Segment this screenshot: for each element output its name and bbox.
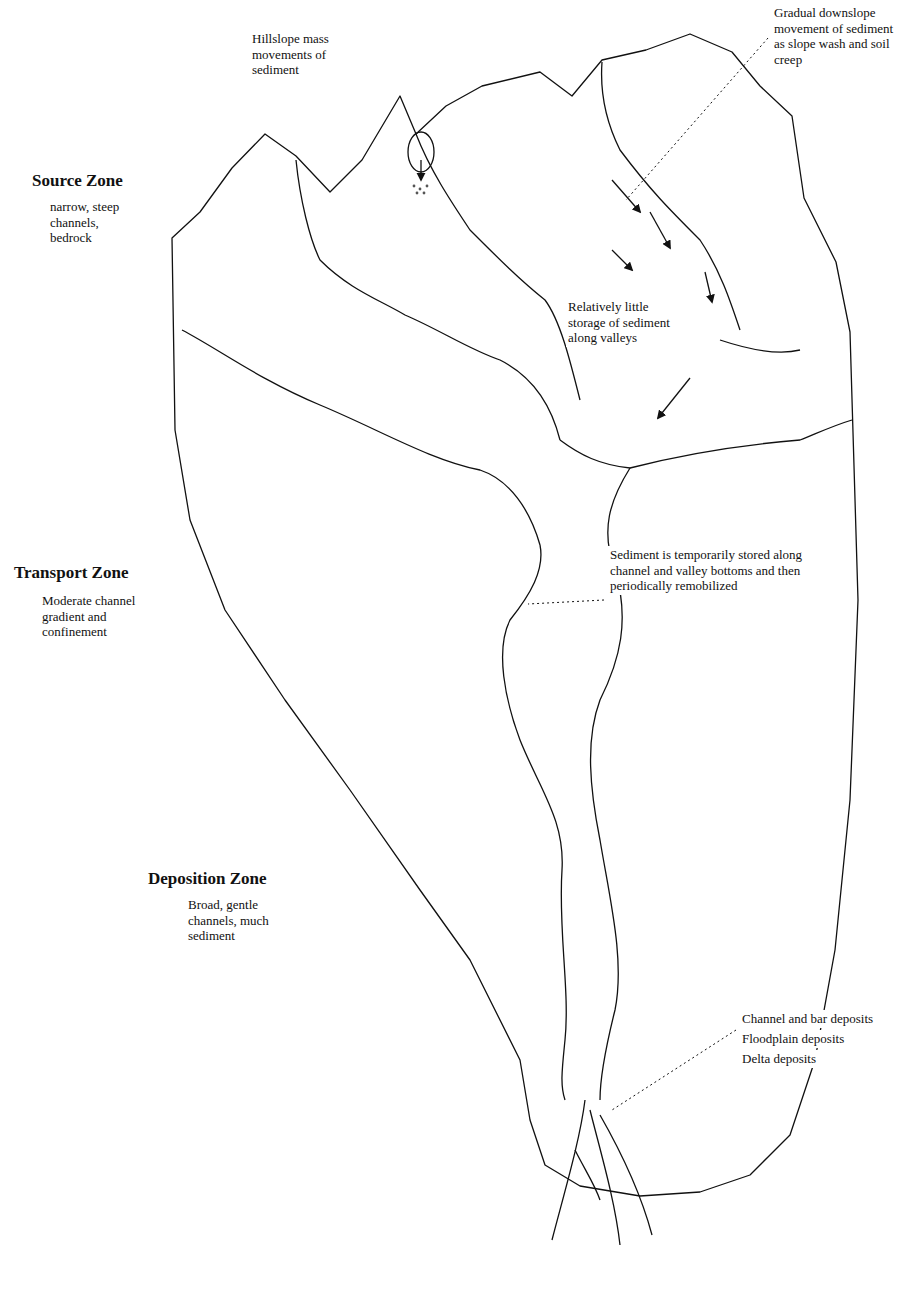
zone-title: Transport Zone [12,562,130,584]
slope-arrow [612,180,640,212]
callout-note: Sediment is temporarily stored along cha… [608,546,812,595]
zone-description: narrow, steep channels, bedrock [48,198,132,247]
ridge-line [560,420,852,468]
ridge-line [182,330,540,545]
landslide-arrow [420,160,421,180]
callout-note: Channel and bar deposits [740,1010,875,1028]
zone-description: Moderate channel gradient and confinemen… [40,592,164,641]
debris-dot [426,185,429,188]
delta-channel [552,1100,585,1240]
zone-title: Deposition Zone [146,868,269,890]
slope-arrow [658,378,690,418]
valley-wall [503,545,567,1100]
zone-description: Broad, gentle channels, much sediment [186,896,290,945]
callout-note: Hillslope mass movements of sediment [250,30,366,79]
callout-note: Gradual downslope movement of sediment a… [772,4,901,68]
leader-line [626,38,768,200]
debris-dot [419,188,422,191]
delta-channel [600,1115,652,1235]
ridge-line [296,160,560,440]
ridge-line [720,340,800,352]
delta-channel [575,1150,600,1200]
leader-line [528,600,604,604]
debris-dot [416,192,419,195]
delta-channel [590,1110,620,1245]
ridge-line [602,62,740,330]
zone-title: Source Zone [30,170,125,192]
slope-arrow [612,250,632,270]
slope-arrow [705,272,712,302]
ridge-line [416,134,580,400]
callout-note: Relatively little storage of sediment al… [566,298,688,347]
slope-arrow [650,212,670,248]
leader-line [612,1030,736,1110]
debris-dot [423,192,426,195]
callout-note: Delta deposits [740,1050,818,1068]
debris-dot [413,185,416,188]
callout-note: Floodplain deposits [740,1030,846,1048]
